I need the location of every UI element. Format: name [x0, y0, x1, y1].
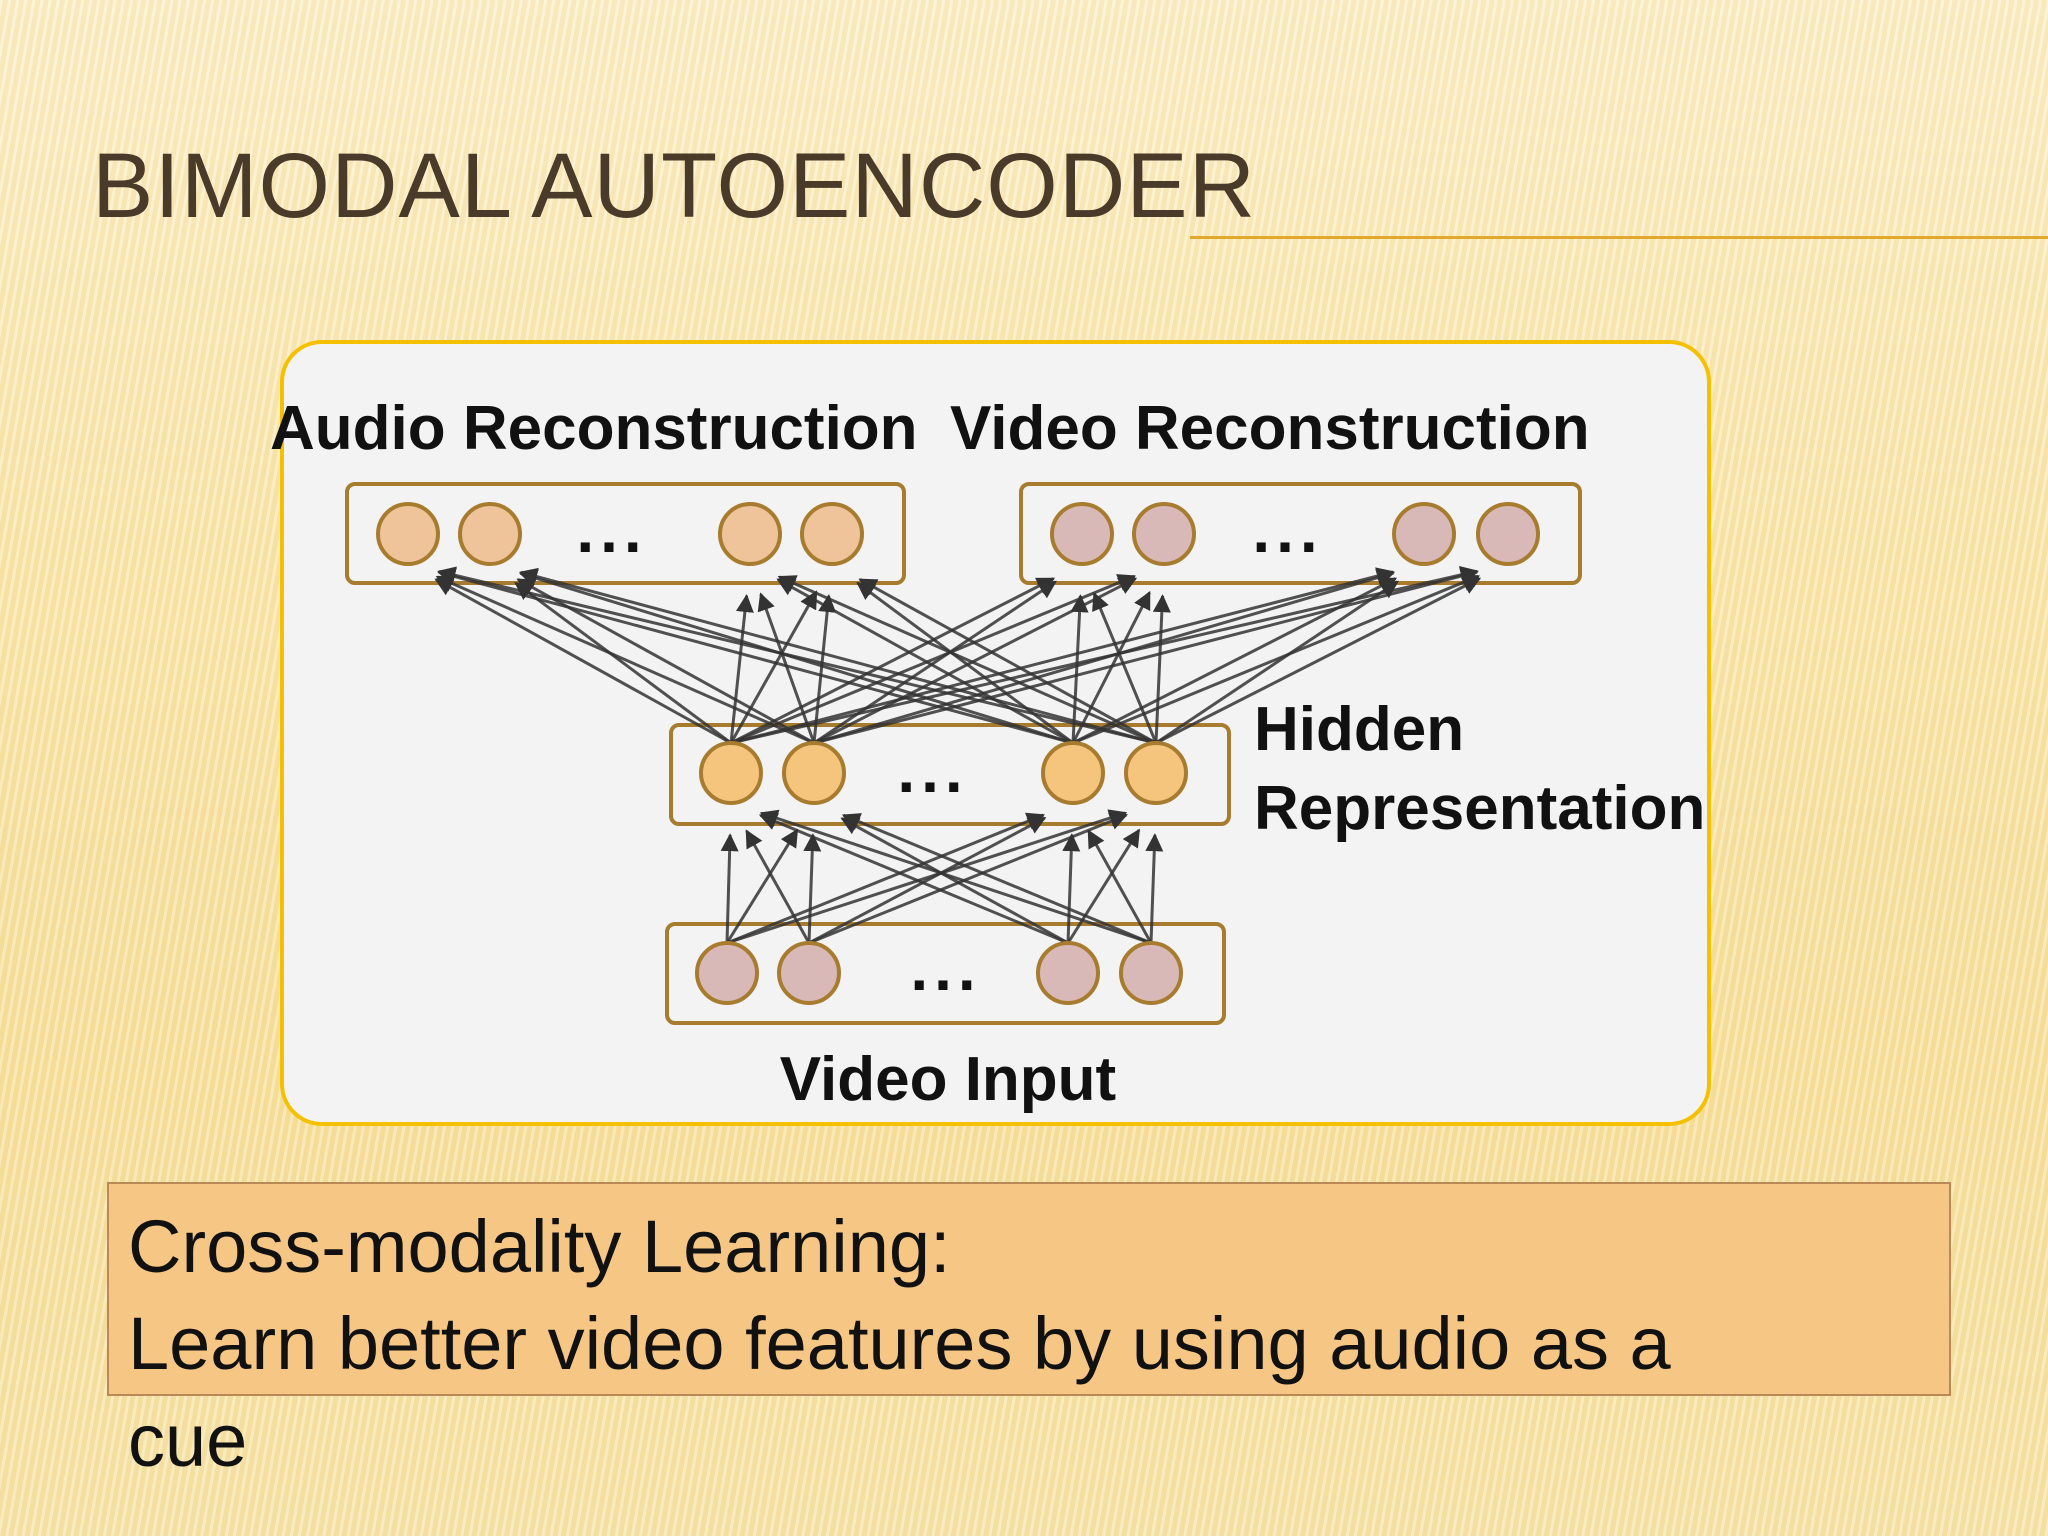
hidden-node	[1124, 741, 1188, 805]
video-layer-ellipsis: ...	[1252, 494, 1323, 566]
video-input-node	[1119, 941, 1183, 1005]
hidden-to-output-edge	[435, 575, 815, 745]
input-to-hidden-edge	[759, 809, 1152, 945]
hidden-node	[1041, 741, 1105, 805]
caption-text: Cross-modality Learning: Learn better vi…	[128, 1198, 1928, 1489]
input-to-hidden-edge	[803, 833, 822, 944]
input-to-hidden-edge	[1087, 829, 1153, 944]
video-output-layer-box	[1019, 482, 1582, 585]
hidden-label-line2: Representation	[1254, 774, 1705, 843]
video-output-node	[1132, 502, 1196, 566]
hidden-to-output-edge	[1155, 577, 1482, 745]
hidden-to-output-edge	[1092, 591, 1158, 744]
hidden-to-output-edge	[858, 578, 1157, 745]
hidden-to-output-edge	[434, 578, 732, 745]
input-to-hidden-edge	[745, 829, 811, 944]
audio-output-node	[458, 502, 522, 566]
input-to-hidden-edge	[726, 809, 1128, 945]
hidden-to-output-edge	[437, 567, 1074, 745]
hidden-to-output-edge	[1070, 594, 1089, 744]
video-input-layer-box	[665, 922, 1226, 1025]
video-input-node	[695, 941, 759, 1005]
hidden-to-output-edge	[514, 581, 732, 745]
hidden-node	[782, 741, 846, 805]
hidden-to-output-edge	[1072, 577, 1398, 745]
audio-output-layer-box	[345, 482, 906, 585]
hidden-to-output-edge	[730, 574, 1137, 745]
input-to-hidden-edge	[841, 813, 1152, 945]
hidden-to-output-edge	[757, 592, 816, 744]
hidden-to-output-edge	[730, 567, 1395, 745]
neuron-nodes	[376, 502, 1540, 1005]
audio-reconstruction-label: Audio Reconstruction	[270, 394, 918, 463]
hidden-layer-ellipsis: ...	[897, 734, 968, 806]
input-to-hidden-edge	[840, 817, 1069, 945]
video-output-node	[1392, 502, 1456, 566]
input-to-hidden-edge	[726, 812, 1046, 945]
hidden-to-output-edge	[729, 594, 754, 744]
hidden-to-output-edge	[777, 575, 1157, 745]
video-input-node	[1036, 941, 1100, 1005]
hidden-to-output-edge	[813, 580, 1057, 745]
hidden-to-output-edge	[519, 567, 1157, 745]
input-to-hidden-edge	[725, 828, 799, 944]
video-output-node	[1476, 502, 1540, 566]
input-to-hidden-edge	[720, 833, 739, 944]
hidden-to-output-edge	[1071, 590, 1151, 744]
hidden-to-output-edge	[437, 566, 1157, 745]
caption-box	[107, 1182, 1951, 1396]
hidden-node	[699, 741, 763, 805]
audio-output-node	[376, 502, 440, 566]
hidden-to-output-edge	[730, 577, 1056, 745]
video-reconstruction-label: Video Reconstruction	[950, 394, 1590, 463]
hidden-label-line1: Hidden	[1254, 695, 1464, 764]
input-layer-ellipsis: ...	[910, 932, 981, 1004]
title-underline	[1190, 236, 2048, 239]
slide-title: BIMODAL AUTOENCODER	[92, 135, 1257, 237]
hidden-to-output-edge	[1155, 580, 1399, 745]
hidden-to-output-edge	[812, 594, 837, 744]
caption-line-2: Learn better video features by using aud…	[128, 1302, 1671, 1385]
diagram-panel	[280, 340, 1711, 1126]
video-output-node	[1050, 502, 1114, 566]
audio-layer-ellipsis: ...	[576, 494, 647, 566]
hidden-to-output-edge	[1072, 574, 1481, 745]
hidden-to-output-edge	[813, 568, 1396, 745]
hidden-to-output-edge	[729, 590, 818, 744]
input-to-hidden-edge	[758, 813, 1069, 945]
video-input-node	[777, 941, 841, 1005]
input-to-hidden-edge	[1145, 833, 1164, 944]
hidden-layer-box	[669, 723, 1231, 826]
input-to-hidden-edge	[1066, 828, 1141, 944]
video-input-label: Video Input	[780, 1045, 1116, 1114]
input-to-hidden-edge	[1062, 833, 1081, 944]
audio-output-node	[718, 502, 782, 566]
connection-arrows	[434, 566, 1482, 945]
input-to-hidden-edge	[808, 816, 1047, 945]
caption-line-3: cue	[128, 1399, 248, 1482]
caption-line-1: Cross-modality Learning:	[128, 1205, 951, 1288]
hidden-to-output-edge	[1152, 594, 1171, 744]
hidden-to-output-edge	[856, 581, 1074, 745]
audio-output-node	[800, 502, 864, 566]
hidden-to-output-edge	[813, 567, 1479, 745]
